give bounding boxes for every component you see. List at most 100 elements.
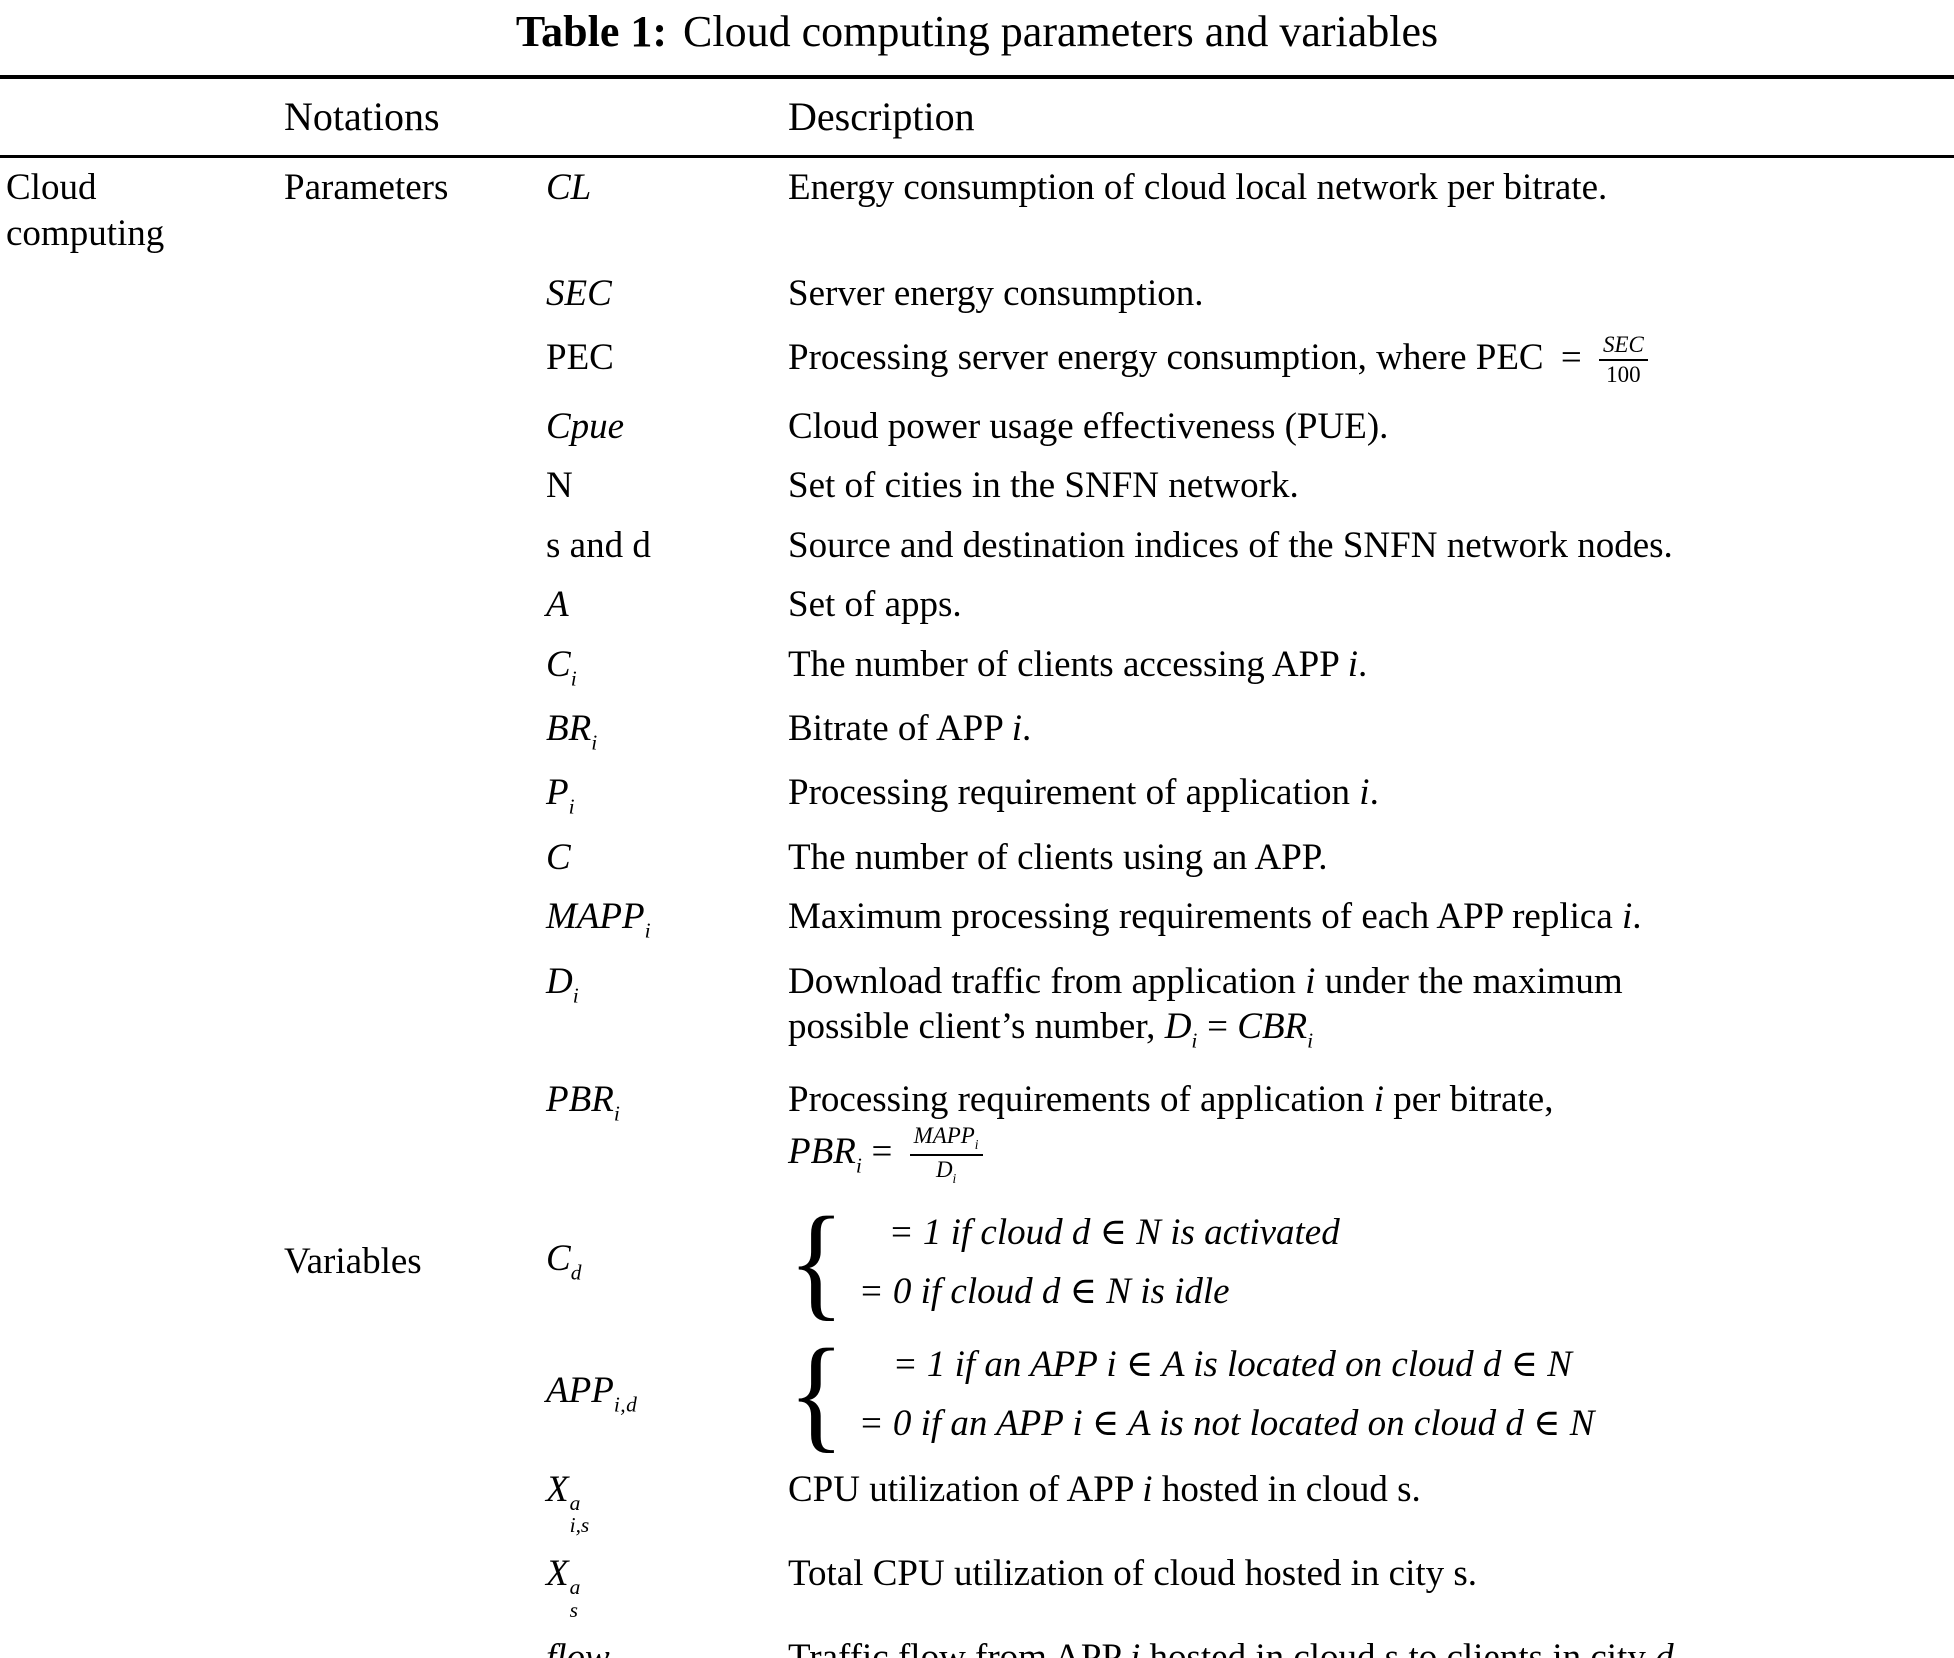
text: Cloud power usage effectiveness (PUE). [788,406,1389,448]
text-segment: . [1674,1637,1683,1658]
description-cell: Set of cities in the SNFN network. [788,463,1954,508]
table-row: PEC Processing server energy consumption,… [0,324,1954,397]
text-segment: i [1305,961,1315,1002]
text: SEC [1602,331,1644,357]
notation-cell: Cpue [546,405,788,449]
text-segment: MAPPi [914,1123,979,1152]
text-segment: . [1632,896,1641,937]
table-row: APPi,d{= 1 if an APP i ∈ A is located on… [0,1328,1954,1460]
description-line: The number of clients using an APP. [788,835,1950,880]
text-segment: C [546,837,571,878]
description-line: The number of clients accessing APP i. [788,642,1950,687]
text: C [546,643,571,685]
description-cell: Traffic flow from APP i hosted in cloud … [788,1635,1954,1658]
text: hosted in cloud s. [1152,1468,1421,1510]
text: i [1373,1079,1384,1121]
text: = 1 if an APP i ∈ A is located on cloud … [892,1343,1572,1385]
subscript: d [570,1260,582,1285]
text-segment: Processing server energy consumption, wh… [788,337,1553,378]
text-segment: Download traffic from application [788,961,1305,1002]
text: Source and destination indices of the SN… [788,524,1673,566]
notation-cell: MAPPi [546,895,788,944]
text-segment: = [862,1131,901,1172]
notation-cell: CL [546,166,788,210]
notation-cell: s and d [546,524,788,568]
text-segment: Total CPU utilization of cloud hosted in… [788,1553,1477,1594]
fraction-numerator: MAPPi [909,1122,983,1156]
text-segment: CL [546,167,591,208]
table-row: C The number of clients using an APP. [0,828,1954,887]
section-cell: Variables [284,1240,546,1284]
section-label: Parameters [284,166,449,208]
text-segment: 100 [1606,362,1640,387]
text-segment: The number of clients using an APP. [788,837,1328,878]
text: i [1347,643,1358,685]
table-header-row: Notations Description [0,79,1954,155]
text: s and d [546,524,651,566]
subscript: i [591,730,598,755]
subscript: i,d [613,1392,638,1417]
text-segment: = 1 if an APP i ∈ A is located on cloud … [893,1344,1572,1385]
text-segment: Energy consumption of cloud local networ… [788,167,1607,208]
table-row: flowai,s,d Traffic flow from APP i hosted… [0,1628,1954,1658]
text-segment: PEC [546,337,614,378]
text: Processing server energy consumption, wh… [788,336,1553,378]
text-segment: i [1622,896,1632,937]
description-line: = 0 if an APP i ∈ A is not located on cl… [859,1394,1595,1453]
text-segment: Di [936,1157,957,1186]
text: i [1129,1637,1141,1658]
text: PBR [788,1131,856,1173]
description-cell: Processing requirements of application i… [788,1077,1954,1189]
description-line: Traffic flow from APP i hosted in cloud … [788,1635,1950,1658]
text-segment: Di [546,960,579,1008]
text-segment: PBRi [546,1079,620,1126]
text: . [1369,772,1379,814]
text: D [1164,1005,1192,1047]
text-segment: CBRi [1237,1006,1313,1053]
description-line: Maximum processing requirements of each … [788,894,1950,939]
notation-cell: SEC [546,272,788,316]
fraction-denominator: Di [910,1156,983,1188]
subscript: i [572,983,580,1008]
text-segment: Cpue [546,406,624,447]
text-segment: PBRi [788,1131,862,1178]
left-brace-icon: { [788,1322,845,1465]
left-brace-icon: { [788,1190,845,1333]
table-row: Cpue Cloud power usage effectiveness (PUE… [0,397,1954,456]
piecewise-definition: { = 1 if an APP i ∈ A is located on cloud… [788,1322,1950,1465]
section-label: Variables [284,1240,422,1282]
text-segment: The number of clients accessing APP [788,644,1348,685]
description-line: CPU utilization of APP i hosted in cloud… [788,1467,1950,1512]
text-segment: flowai,s,d [546,1637,647,1658]
text: possible client’s number, [788,1005,1165,1047]
text: D [546,960,573,1002]
text: i [1622,896,1633,938]
text: PBR [546,1079,614,1121]
description-cell: Bitrate of APP i. [788,706,1954,751]
notation-cell: PEC [546,336,788,380]
subscript: i [974,1137,979,1153]
description-line: = 1 if an APP i ∈ A is located on cloud … [859,1335,1595,1394]
text: Set of cities in the SNFN network. [788,465,1299,507]
description-cell: {= 1 if cloud d ∈ N is activated= 0 if c… [788,1190,1954,1333]
text: C [546,836,571,878]
section-cell: Parameters [284,166,546,210]
text-segment: APPi,d [546,1370,637,1417]
text: MAPP [546,896,645,938]
description-line: Download traffic from application i unde… [788,959,1950,1004]
header-description: Description [788,94,975,140]
piecewise-definition: {= 1 if cloud d ∈ N is activated= 0 if c… [788,1190,1950,1333]
subscript: i [570,666,578,691]
text: PEC [546,336,614,378]
notation-cell: A [546,583,788,627]
